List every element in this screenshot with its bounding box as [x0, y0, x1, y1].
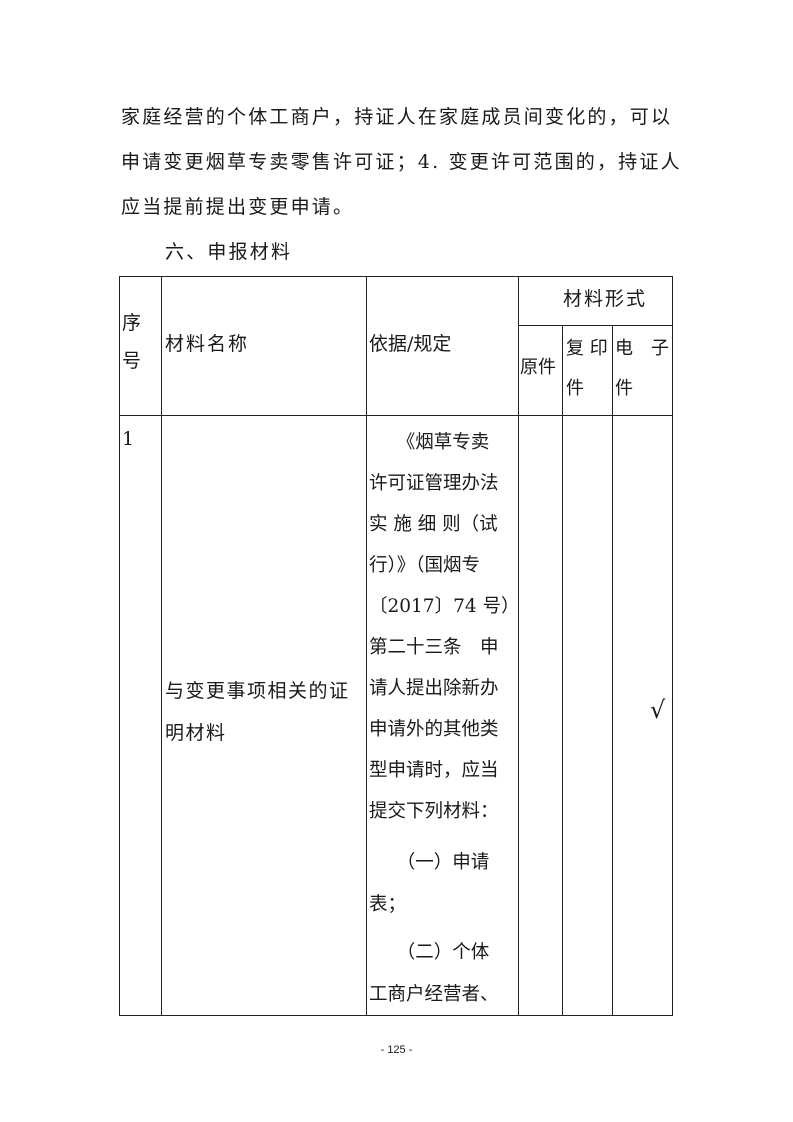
- table-border-left: [119, 276, 120, 1016]
- col-divider-copy: [612, 325, 613, 1016]
- table-border-top: [119, 276, 673, 277]
- basis-line: （一）申请: [369, 852, 490, 873]
- electronic-checkmark: √: [650, 696, 666, 724]
- basis-line: 工商户经营者、: [369, 984, 499, 1005]
- basis-line: 表；: [369, 894, 407, 915]
- basis-line: 提交下列材料：: [369, 801, 499, 822]
- form-header-divider: [518, 325, 673, 326]
- paragraph-line-1: 家庭经营的个体工商户，持证人在家庭成员间变化的，可以: [121, 106, 673, 128]
- col-divider-original: [562, 325, 563, 1016]
- basis-line: （二）个体: [369, 942, 490, 963]
- header-bottom-border: [119, 415, 673, 416]
- col-divider-name: [366, 276, 367, 1016]
- paragraph-line-3: 应当提前提出变更申请。: [121, 196, 355, 218]
- basis-line: 〔2017〕74 号）: [369, 596, 520, 617]
- row-seq: 1: [122, 428, 135, 450]
- basis-line: 《烟草专卖: [369, 432, 490, 453]
- header-seq-1: 序: [122, 312, 142, 334]
- header-seq-2: 号: [122, 350, 142, 372]
- header-basis: 依据/规定: [369, 333, 452, 355]
- page-number: - 125 -: [380, 1044, 413, 1056]
- row-name-line-2: 明材料: [165, 722, 227, 744]
- paragraph-line-2: 申请变更烟草专卖零售许可证；4. 变更许可范围的，持证人: [121, 151, 682, 173]
- header-material-name: 材料名称: [165, 333, 250, 355]
- header-copy-1: 复 印: [566, 338, 608, 359]
- table-border-bottom: [119, 1015, 673, 1016]
- row-name-line-1: 与变更事项相关的证: [165, 680, 350, 702]
- col-divider-basis: [518, 276, 519, 1016]
- header-electronic-2: 件: [615, 378, 633, 399]
- basis-line: 许可证管理办法: [369, 473, 499, 494]
- basis-line: 第二十三条 申: [369, 637, 499, 658]
- basis-line: 申请外的其他类: [369, 719, 499, 740]
- header-original: 原件: [520, 357, 556, 378]
- header-material-form: 材料形式: [563, 288, 648, 310]
- basis-line: 请人提出除新办: [369, 678, 499, 699]
- section-heading: 六、申报材料: [165, 241, 293, 263]
- basis-line: 实 施 细 则（试: [369, 514, 498, 535]
- table-border-right: [672, 276, 673, 1016]
- header-copy-2: 件: [566, 378, 584, 399]
- basis-line: 型申请时，应当: [369, 760, 499, 781]
- col-divider-seq: [161, 276, 162, 1016]
- header-electronic-1: 电 子: [615, 338, 669, 359]
- basis-line: 行）》（国烟专: [369, 555, 481, 576]
